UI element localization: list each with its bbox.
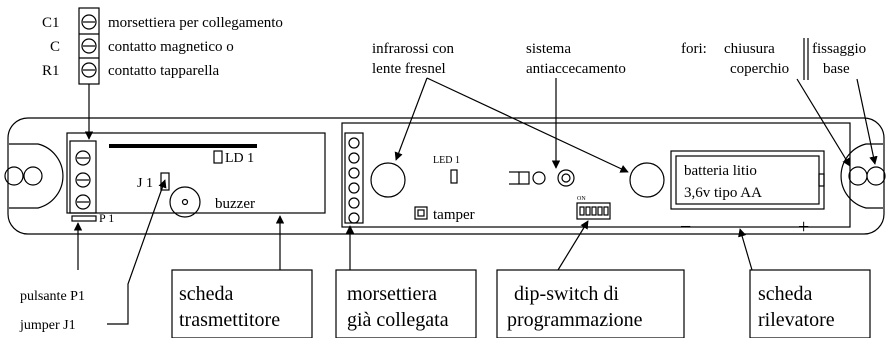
anti-glare-emitter-icon	[518, 171, 530, 185]
terminal-block-description-1: morsettiera per collegamento	[108, 15, 283, 31]
detector-housing	[7, 117, 885, 235]
pin-label-c: C	[50, 39, 60, 55]
dip-switch-label-2: programmazione	[507, 309, 643, 331]
transmitter-label-box	[171, 269, 313, 338]
connected-block-label-1: morsettiera	[347, 283, 437, 305]
transmitter-label-2: trasmettitore	[179, 309, 280, 331]
infrared-label-1: infrarossi con	[372, 41, 455, 57]
transmitter-label-1: scheda	[179, 283, 234, 305]
base-fixing-label-2: base	[823, 61, 850, 77]
holes-label: fori:	[681, 41, 707, 57]
screw-icon	[348, 167, 360, 179]
detector-board	[341, 122, 851, 228]
cover-closure-hole-icon	[848, 166, 868, 186]
screw-icon	[348, 212, 360, 224]
mounting-hole-icon	[23, 166, 43, 186]
screw-icon	[348, 197, 360, 209]
terminal-block-top	[78, 7, 100, 85]
dip-switch-on-label: ON	[577, 196, 586, 202]
screw-icon	[75, 194, 91, 210]
screw-icon	[75, 172, 91, 188]
detector-label-box	[749, 269, 871, 338]
board-terminal-block	[69, 140, 97, 214]
p1-button-icon	[71, 215, 97, 222]
screw-icon	[81, 38, 97, 54]
anti-glare-sensor-icon	[557, 169, 575, 187]
mounting-hole-icon	[4, 166, 24, 186]
left-mounting-tab	[9, 143, 64, 209]
terminal-block-description-2: contatto magnetico o	[108, 39, 234, 55]
led1-icon	[450, 169, 458, 184]
screw-icon	[81, 62, 97, 78]
tamper-icon	[414, 206, 428, 220]
pin-label-r1: R1	[42, 63, 60, 79]
pin-label-c1: C1	[42, 15, 60, 31]
battery-label-1: batteria litio	[684, 163, 757, 179]
battery-minus-label: −	[680, 216, 691, 238]
cover-closure-label-1: chiusura	[724, 41, 775, 57]
led1-label: LED 1	[433, 155, 460, 166]
ld1-led-icon	[213, 150, 223, 164]
battery-plus-label: +	[798, 216, 809, 238]
buzzer-label: buzzer	[215, 196, 255, 212]
base-fixing-hole-icon	[866, 166, 886, 186]
connected-block-label-box	[335, 269, 477, 338]
screw-icon	[348, 152, 360, 164]
screw-icon	[75, 150, 91, 166]
tamper-label: tamper	[433, 207, 475, 223]
anti-glare-label-2: antiaccecamento	[526, 61, 626, 77]
base-fixing-label-1: fissaggio	[812, 41, 866, 57]
screw-icon	[348, 137, 360, 149]
right-fresnel-lens-icon	[629, 162, 665, 198]
dip-switch-label-1: dip-switch di	[514, 283, 619, 305]
screw-icon	[81, 14, 97, 30]
dip-switch-label-box	[496, 269, 685, 338]
right-mounting-tab	[840, 143, 883, 209]
j1-label: J 1	[137, 176, 153, 191]
p1-label: P 1	[99, 211, 114, 225]
left-fresnel-lens-icon	[370, 162, 406, 198]
buzzer-icon	[169, 186, 201, 218]
connected-block-label-2: già collegata	[347, 309, 449, 331]
battery-label-2: 3,6v tipo AA	[684, 185, 762, 201]
ld1-label: LD 1	[225, 151, 254, 166]
dip-switch-icon	[576, 202, 611, 220]
detector-label-1: scheda	[758, 283, 813, 305]
terminal-block-description-3: contatto tapparella	[108, 63, 220, 79]
anti-glare-label-1: sistema	[526, 41, 571, 57]
cover-closure-label-2: coperchio	[730, 61, 789, 77]
pushbutton-p1-label: pulsante P1	[20, 289, 85, 304]
infrared-label-2: lente fresnel	[372, 61, 446, 77]
jumper-j1-label: jumper J1	[19, 318, 76, 333]
detector-label-2: rilevatore	[758, 309, 835, 331]
anti-glare-led-icon	[532, 171, 546, 185]
screw-icon	[348, 182, 360, 194]
